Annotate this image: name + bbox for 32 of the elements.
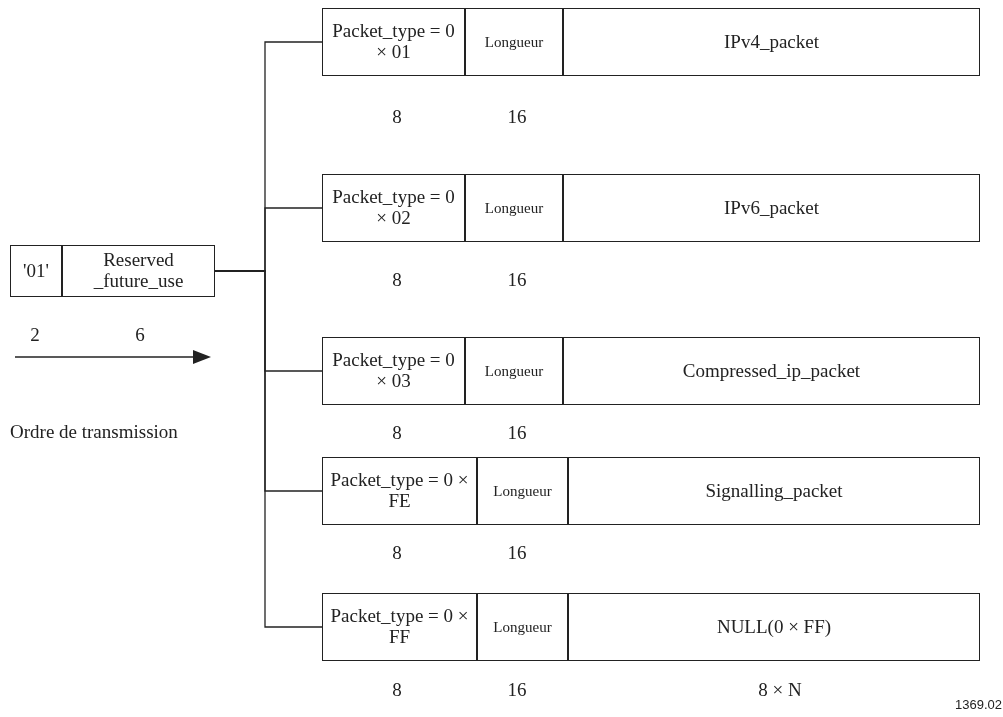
field-box: Reserved _future_use <box>62 245 215 297</box>
bit-count-label: 16 <box>507 107 527 126</box>
bit-count-label: 8 <box>392 423 402 442</box>
bit-count-label: 8 <box>392 107 402 126</box>
field-box: NULL(0 × FF) <box>568 593 980 661</box>
field-box: Packet_type = 0 × 03 <box>322 337 465 405</box>
length-field-box: Longueur <box>465 337 563 405</box>
bit-count-label: 16 <box>507 543 527 562</box>
field-box: Packet_type = 0 × 02 <box>322 174 465 242</box>
bit-count-label: 8 <box>392 680 402 699</box>
bit-count-label: 8 <box>392 543 402 562</box>
bit-count-label: 6 <box>135 325 145 344</box>
bit-count-label: 16 <box>507 680 527 699</box>
field-box: Signalling_packet <box>568 457 980 525</box>
bit-count-label: 2 <box>30 325 40 344</box>
field-box: IPv4_packet <box>563 8 980 76</box>
caption-text: Ordre de transmission <box>10 422 178 441</box>
length-field-box: Longueur <box>477 593 568 661</box>
field-box: Compressed_ip_packet <box>563 337 980 405</box>
length-field-box: Longueur <box>465 8 563 76</box>
bit-count-label: 8 <box>392 270 402 289</box>
length-field-box: Longueur <box>477 457 568 525</box>
field-box: Packet_type = 0 × 01 <box>322 8 465 76</box>
bit-count-label: 16 <box>507 423 527 442</box>
field-box: IPv6_packet <box>563 174 980 242</box>
figure-number: 1369.02 <box>955 698 1002 711</box>
length-field-box: Longueur <box>465 174 563 242</box>
field-box: '01' <box>10 245 62 297</box>
bit-count-label: 16 <box>507 270 527 289</box>
bit-count-label: 8 × N <box>758 680 802 699</box>
field-box: Packet_type = 0 × FF <box>322 593 477 661</box>
field-box: Packet_type = 0 × FE <box>322 457 477 525</box>
